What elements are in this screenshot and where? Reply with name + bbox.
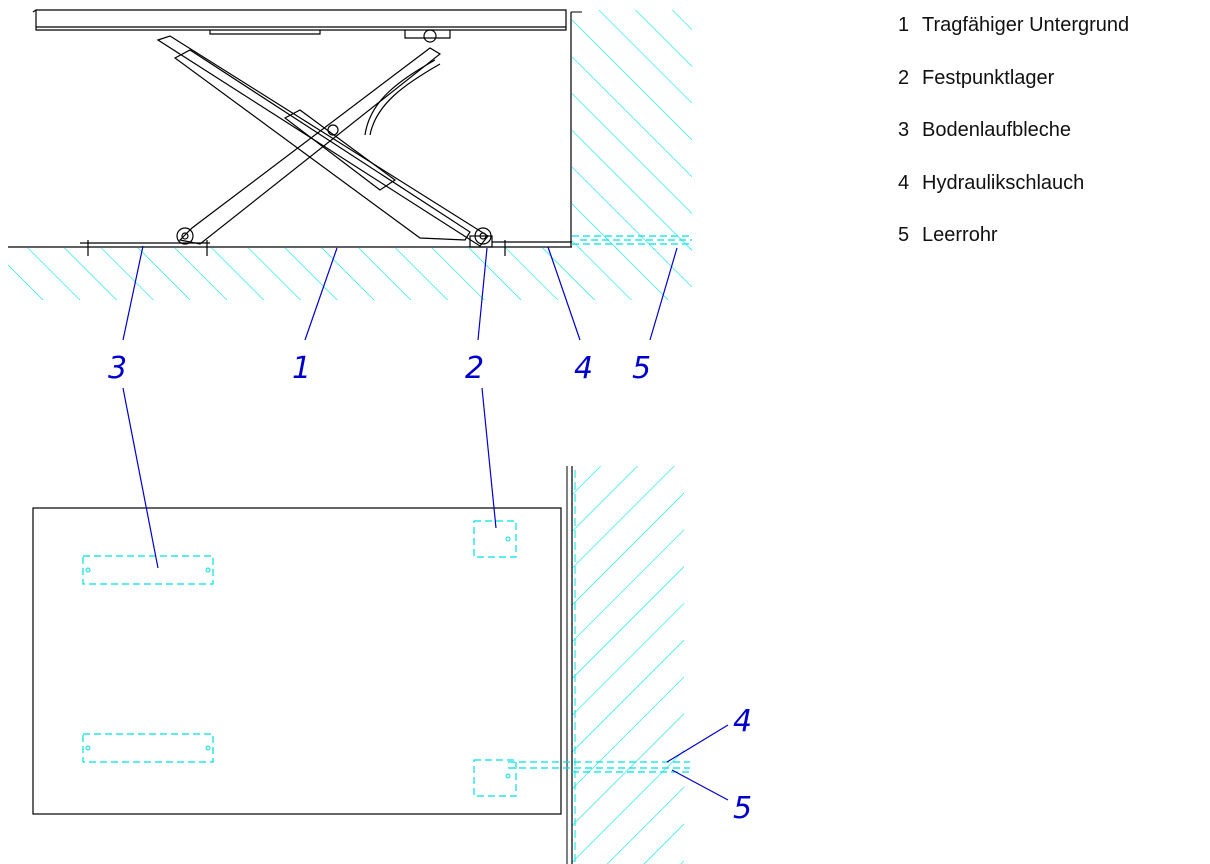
top-leaders bbox=[122, 387, 729, 801]
scissor-arms bbox=[156, 35, 572, 248]
side-view: 3 1 2 4 5 bbox=[8, 9, 692, 386]
legend-item-1: 1 Tragfähiger Untergrund bbox=[898, 14, 1208, 67]
lift-platform bbox=[32, 9, 567, 43]
legend-label: Leerrohr bbox=[922, 224, 998, 246]
side-leaders bbox=[122, 245, 678, 341]
legend-number: 3 bbox=[898, 119, 910, 141]
legend-item-4: 4 Hydraulikschlauch bbox=[898, 172, 1208, 225]
floor-plates bbox=[80, 240, 506, 256]
legend-item-5: 5 Leerrohr bbox=[898, 224, 1208, 277]
callout-top-4: 4 bbox=[733, 704, 752, 739]
legend-label: Bodenlaufbleche bbox=[922, 119, 1072, 141]
hose-conduit-hidden bbox=[508, 761, 690, 773]
conduit-hidden bbox=[572, 235, 692, 245]
legend-item-2: 2 Festpunktlager bbox=[898, 67, 1208, 120]
legend-label: Hydraulikschlauch bbox=[922, 171, 1085, 194]
legend-label: Festpunktlager bbox=[922, 66, 1055, 89]
callout-side-4: 4 bbox=[574, 351, 593, 386]
top-callouts: 4 5 bbox=[733, 704, 752, 826]
pit-wall-hatch bbox=[572, 10, 692, 250]
legend-number: 4 bbox=[898, 171, 910, 194]
callout-top-5: 5 bbox=[733, 791, 752, 826]
ground-hatch bbox=[8, 248, 692, 300]
legend-label: Tragfähiger Untergrund bbox=[922, 14, 1130, 36]
wall-hatch bbox=[572, 466, 684, 864]
top-view: 4 5 bbox=[32, 387, 752, 864]
platform-outline bbox=[32, 507, 562, 815]
callout-side-1: 1 bbox=[292, 351, 311, 386]
legend-number: 5 bbox=[898, 224, 910, 246]
legend-item-3: 3 Bodenlaufbleche bbox=[898, 119, 1208, 172]
floor-plate-hidden bbox=[82, 520, 517, 797]
legend: 1 Tragfähiger Untergrund 2 Festpunktlage… bbox=[898, 14, 1208, 277]
side-callouts: 3 1 2 4 5 bbox=[108, 351, 651, 386]
legend-number: 1 bbox=[898, 14, 910, 36]
callout-side-5: 5 bbox=[632, 351, 651, 386]
callout-side-3: 3 bbox=[108, 351, 127, 386]
legend-number: 2 bbox=[898, 66, 910, 89]
callout-side-2: 2 bbox=[465, 351, 484, 386]
